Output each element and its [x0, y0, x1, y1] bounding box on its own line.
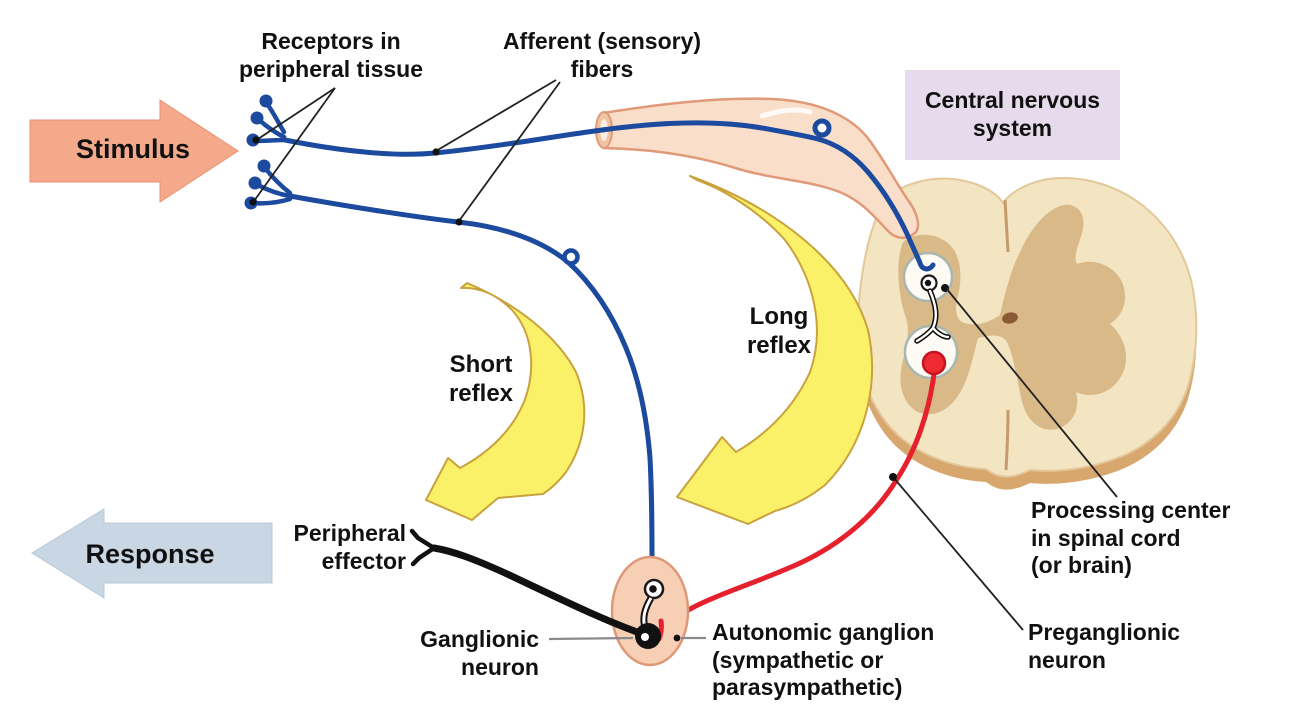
- nerve-sheath: [595, 97, 920, 240]
- spinal-cord: [856, 177, 1198, 490]
- receptors-pointer-line-1: [257, 87, 336, 140]
- interneuron-nucleus: [924, 279, 932, 287]
- sensory-cell-body-loop-lower: [562, 248, 580, 266]
- receptors-pointer-line-2: [253, 87, 336, 202]
- anchor-dot-preganglionic: [889, 473, 897, 481]
- central-nervous-system-box: Central nervous system: [905, 70, 1120, 160]
- central-nervous-system-label: Central nervous system: [924, 87, 1101, 141]
- nerve-sheath-body: [601, 97, 920, 240]
- interneuron-process-inner: [915, 289, 950, 343]
- afferent-pointer-line-1: [435, 79, 557, 152]
- nerve-sheath-highlight: [759, 107, 813, 119]
- short-reflex-arrow: [425, 282, 586, 521]
- afferent-fibers-label: Afferent (sensory) fibers: [502, 28, 702, 82]
- label-anchor-dots: [249, 136, 897, 642]
- stimulus-arrow: [29, 99, 239, 203]
- processing-center-label: Processing center in spinal cord (or bra…: [1031, 497, 1231, 579]
- anchor-dot-receptor-lower: [249, 198, 257, 206]
- autonomic-ganglion-label: Autonomic ganglion (sympathetic or paras…: [712, 619, 935, 701]
- peripheral-effector-label: Peripheral effector: [293, 520, 407, 574]
- label-pointer-lines: [253, 79, 1118, 641]
- anchor-dot-autonomic: [673, 634, 681, 642]
- ganglionic-soma-nucleus: [649, 585, 657, 593]
- peripheral-effector-fork: [409, 528, 437, 567]
- ganglionic-pointer-line: [548, 636, 634, 641]
- preganglionic-pointer-line: [892, 476, 1024, 631]
- processing-center-neurons: [914, 274, 951, 376]
- anchor-dot-afferent-lower: [455, 218, 463, 226]
- afferent-pointer-line-2: [458, 81, 561, 222]
- sensory-cell-body-loop-drg: [812, 118, 832, 138]
- receptor-cluster-upper: [246, 94, 288, 147]
- receptors-label: Receptors in peripheral tissue: [238, 28, 424, 82]
- ganglionic-cell-body-core: [641, 633, 649, 641]
- response-arrow: [31, 508, 273, 599]
- long-reflex-label: Long reflex: [746, 303, 812, 359]
- central-canal: [1002, 312, 1018, 324]
- anchor-dot-receptor-upper: [252, 136, 260, 144]
- processing-pointer-line: [945, 287, 1118, 498]
- preganglionic-cell-body: [921, 350, 947, 376]
- preganglionic-neuron-label: Preganglionic neuron: [1028, 619, 1181, 673]
- short-reflex-label: Short reflex: [448, 351, 514, 407]
- postganglionic-fiber: [430, 544, 652, 640]
- long-reflex-arrow: [676, 175, 874, 525]
- response-label: Response: [85, 539, 215, 569]
- afferent-fiber-lower: [287, 193, 655, 573]
- stimulus-label: Stimulus: [75, 134, 190, 164]
- ganglionic-neuron-label: Ganglionic neuron: [420, 626, 539, 680]
- dorsal-median-sulcus: [1003, 199, 1010, 253]
- anchor-dot-afferent-upper: [432, 148, 440, 156]
- ventral-median-fissure: [1004, 409, 1010, 471]
